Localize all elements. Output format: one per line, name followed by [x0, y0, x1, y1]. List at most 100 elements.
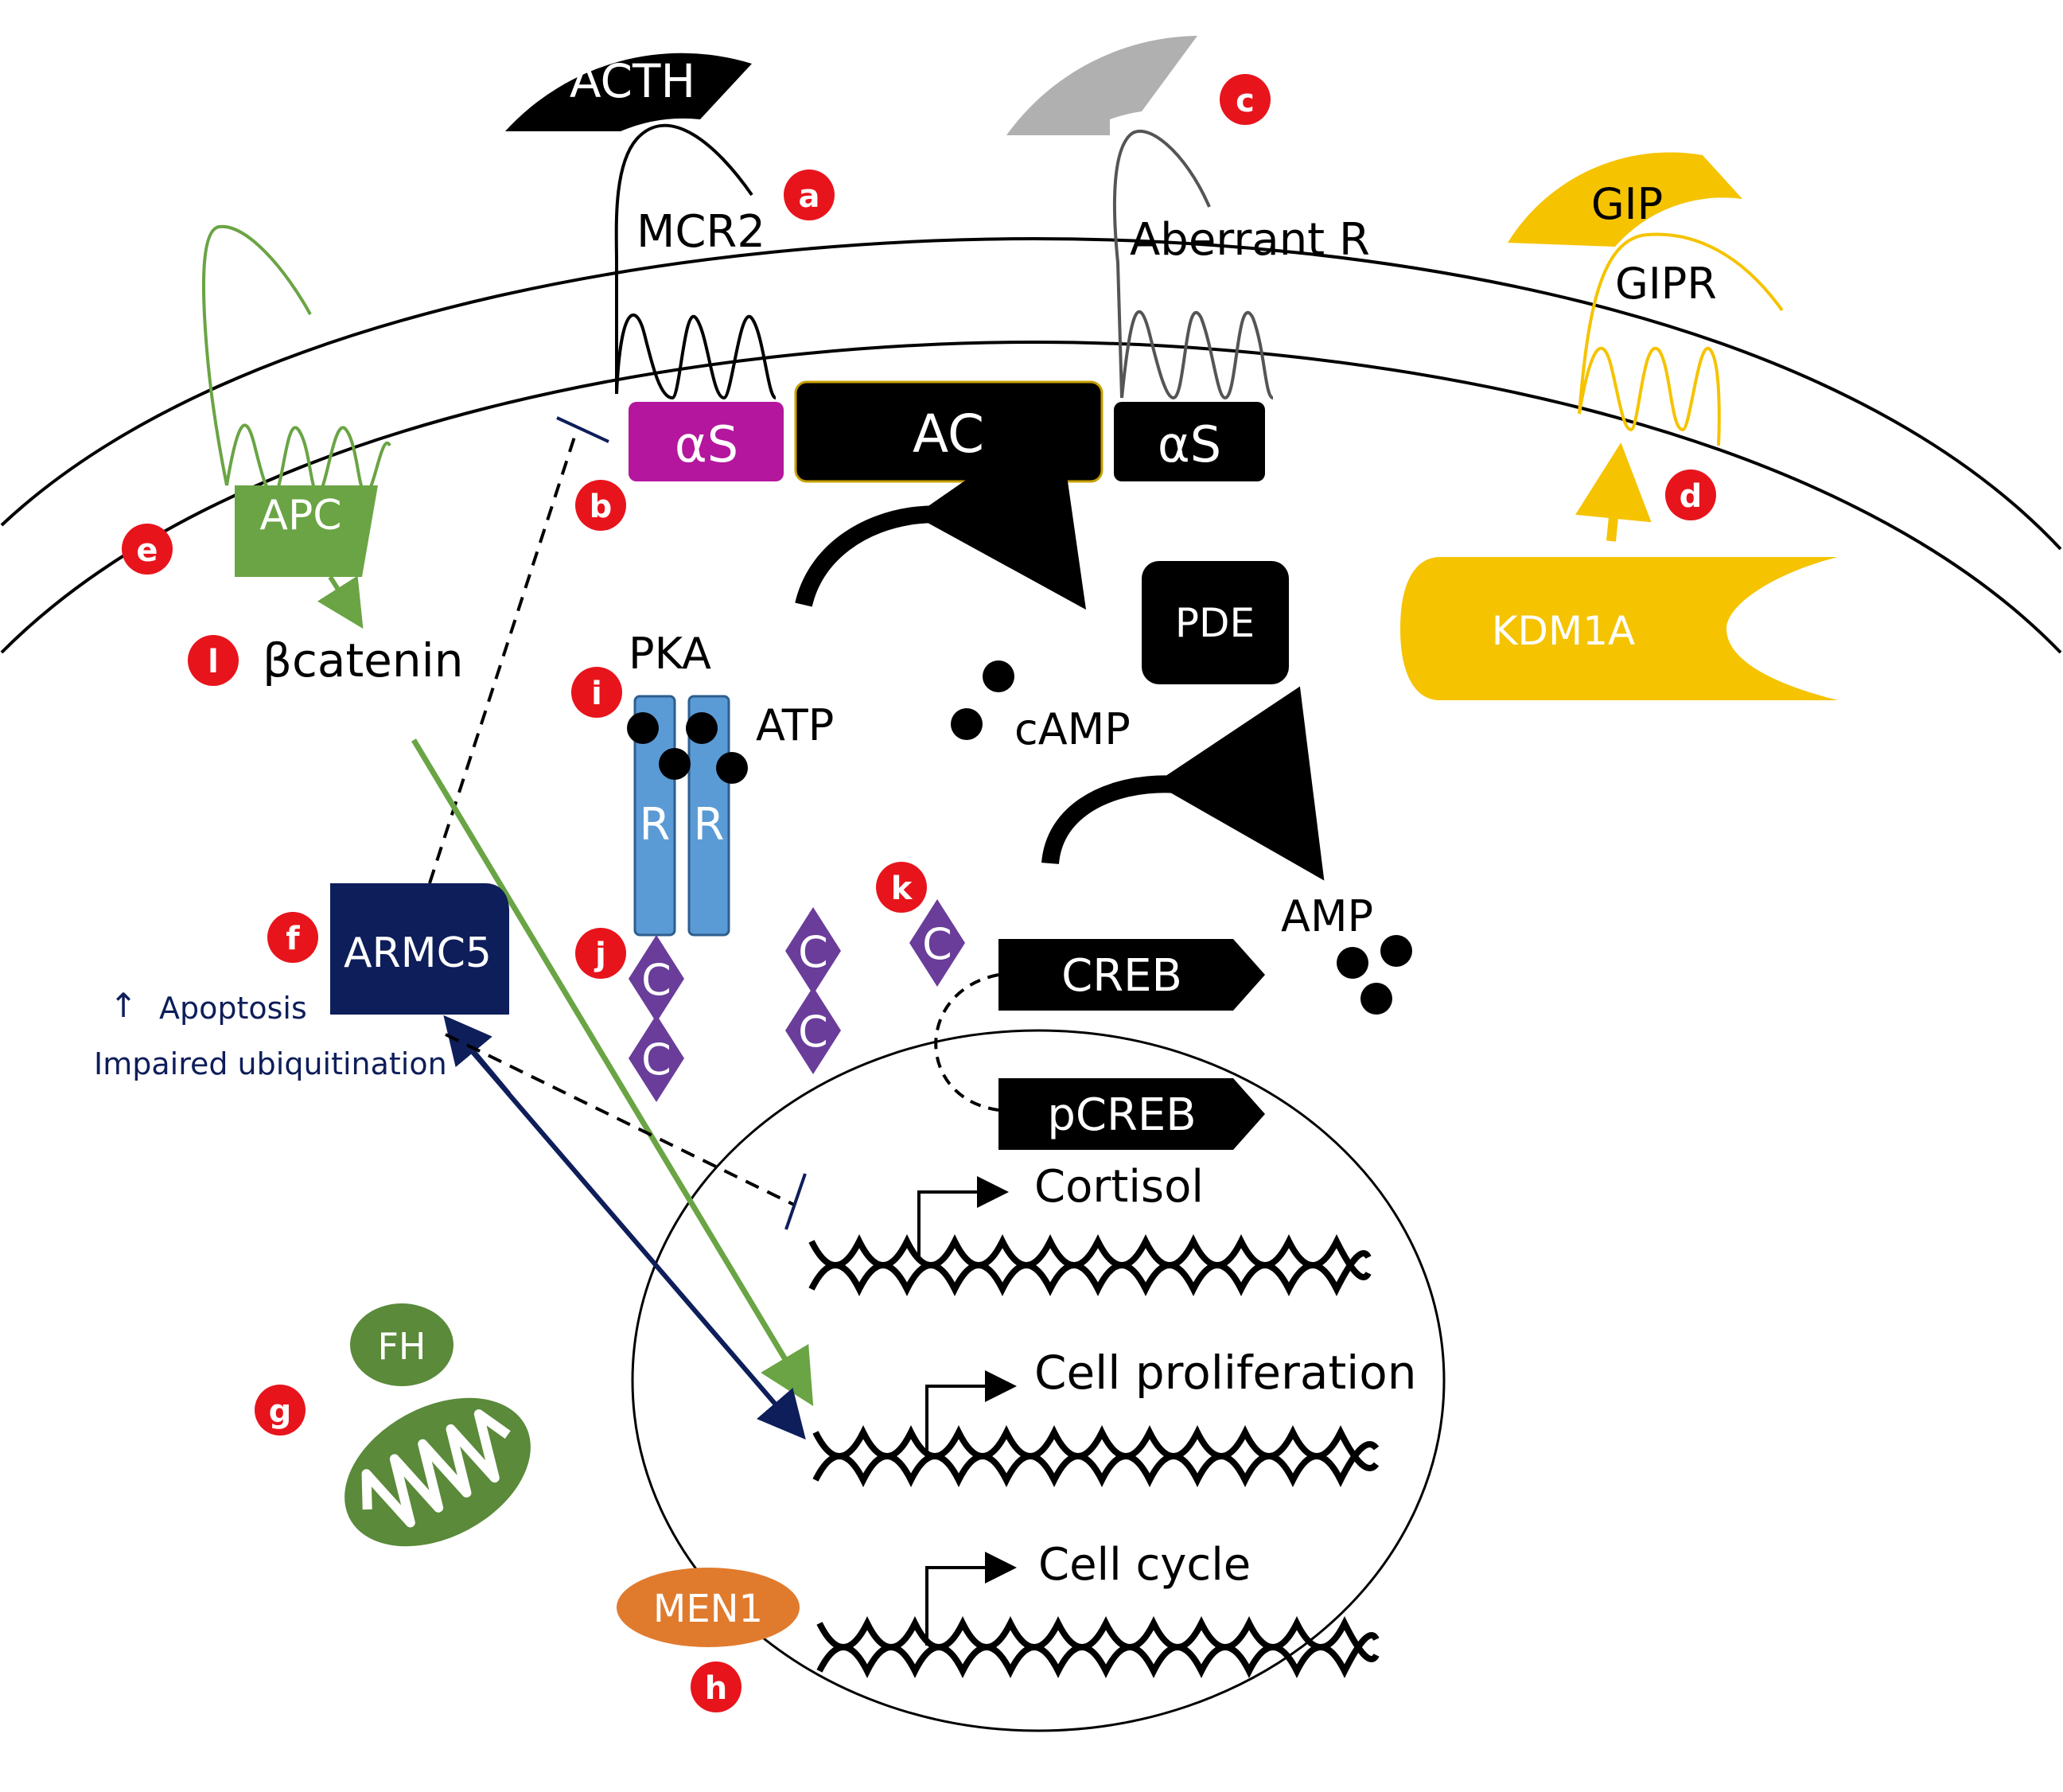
fh-oval — [350, 1303, 453, 1386]
svg-text:b: b — [590, 489, 613, 525]
marker-j: j — [575, 928, 626, 979]
armc5-label: ARMC5 — [344, 929, 492, 977]
camp-dot-pka-2 — [659, 748, 691, 780]
gene-arrow-proliferation — [925, 1370, 1017, 1452]
svg-text:C: C — [798, 1007, 828, 1057]
aberrant-r-label: Aberrant R — [1130, 214, 1370, 266]
cell-proliferation-label: Cell proliferation — [1034, 1346, 1417, 1400]
svg-text:j: j — [594, 937, 606, 973]
marker-f: f — [267, 912, 318, 963]
ac-label: AC — [913, 403, 984, 465]
camp-dot-2 — [951, 708, 983, 740]
svg-text:h: h — [705, 1670, 727, 1707]
camp-dot-pka-3 — [686, 712, 718, 744]
c-subunit-4: C — [785, 987, 841, 1074]
mitochondrion-icon — [344, 1397, 531, 1547]
acth-label: ACTH — [570, 54, 695, 108]
membrane-outer — [0, 236, 2062, 551]
svg-text:c: c — [1236, 83, 1255, 119]
pka-r2-label: R — [694, 799, 725, 851]
svg-text:C: C — [641, 1034, 671, 1085]
marker-c: c — [1220, 74, 1271, 125]
amp-label: AMP — [1281, 891, 1373, 941]
creb-label: CREB — [1061, 950, 1182, 1002]
pde-label: PDE — [1175, 600, 1255, 646]
arrow-bcatenin-proliferation — [411, 738, 814, 1407]
svg-text:C: C — [922, 919, 952, 969]
men1-label: MEN1 — [653, 1587, 763, 1631]
c-subunit-2: C — [629, 1015, 684, 1102]
marker-e: e — [122, 524, 173, 575]
svg-text:g: g — [269, 1393, 292, 1430]
gipr-receptor — [1578, 232, 1784, 446]
svg-text:k: k — [891, 871, 913, 907]
kdm1a-shape — [1400, 557, 1838, 700]
svg-text:C: C — [798, 927, 828, 977]
dashed-armc5-cortisol — [445, 1033, 796, 1207]
svg-text:i: i — [591, 676, 602, 712]
dashed-creb-pcreb — [934, 973, 999, 1112]
apoptosis-arrow-icon: ↑ — [109, 986, 137, 1025]
marker-k: k — [876, 862, 927, 913]
creb-box — [998, 939, 1265, 1011]
apoptosis-label: Apoptosis — [159, 991, 307, 1026]
impaired-ubiquitination-label: Impaired ubiquitination — [94, 1046, 447, 1081]
gip-label: GIP — [1591, 179, 1663, 229]
pcreb-box — [998, 1078, 1265, 1150]
camp-dot-1 — [983, 660, 1014, 692]
pcreb-label: pCREB — [1047, 1089, 1196, 1141]
marker-h: h — [691, 1661, 742, 1712]
nucleus — [631, 1029, 1446, 1732]
gene-arrow-cortisol — [917, 1176, 1009, 1261]
svg-text:f: f — [286, 921, 300, 957]
cell-cycle-label: Cell cycle — [1038, 1539, 1251, 1591]
men1-oval — [617, 1568, 800, 1647]
armc5-box — [330, 883, 509, 1015]
marker-l: l — [188, 635, 239, 686]
marker-g: g — [255, 1385, 306, 1436]
atp-label: ATP — [756, 700, 834, 750]
acth-ligand — [505, 53, 752, 131]
svg-text:d: d — [1680, 478, 1703, 515]
inhibit-bar-alpha-s — [556, 416, 609, 443]
gip-ligand — [1508, 152, 1742, 247]
inhibit-bar-cortisol — [784, 1173, 807, 1230]
mcr2-receptor — [614, 123, 777, 400]
c-subunit-3: C — [785, 907, 841, 995]
dna-cell-proliferation — [812, 1425, 1380, 1487]
alpha-s-magenta-label: αS — [675, 415, 738, 473]
c-subunit-1: C — [629, 935, 684, 1023]
c-subunit-5: C — [909, 899, 965, 987]
cortisol-label: Cortisol — [1034, 1161, 1204, 1213]
arrow-armc5-back — [443, 1015, 512, 1096]
curved-arrow-atp-camp — [795, 415, 1087, 610]
pka-r2 — [687, 695, 730, 937]
arrow-kdm1a-gipr — [1575, 442, 1652, 542]
svg-text:l: l — [208, 644, 219, 680]
kdm1a-label: KDM1A — [1492, 608, 1635, 654]
arrow-apc-bcatenin — [317, 575, 364, 629]
aberrant-receptor — [1112, 129, 1274, 400]
bcatenin-label: βcatenin — [263, 633, 464, 688]
svg-text:a: a — [799, 178, 820, 215]
pka-label: PKA — [629, 629, 711, 679]
marker-d: d — [1665, 469, 1716, 520]
amp-dot-1 — [1337, 947, 1368, 979]
aberrant-ligand — [1006, 36, 1197, 135]
amp-dot-2 — [1380, 935, 1412, 967]
marker-b: b — [575, 480, 626, 531]
svg-text:e: e — [136, 532, 158, 569]
membrane-inner — [0, 340, 2062, 654]
alpha-s-magenta — [629, 402, 784, 481]
apc-label: APC — [259, 492, 341, 540]
arrow-armc5-proliferation — [455, 1033, 806, 1440]
gipr-label: GIPR — [1615, 259, 1717, 309]
pka-r1-label: R — [640, 799, 671, 851]
fh-label: FH — [377, 1325, 426, 1368]
dna-cell-cycle — [816, 1616, 1380, 1678]
amp-dot-3 — [1360, 983, 1392, 1015]
marker-i: i — [571, 667, 622, 718]
camp-dot-pka-1 — [627, 712, 659, 744]
